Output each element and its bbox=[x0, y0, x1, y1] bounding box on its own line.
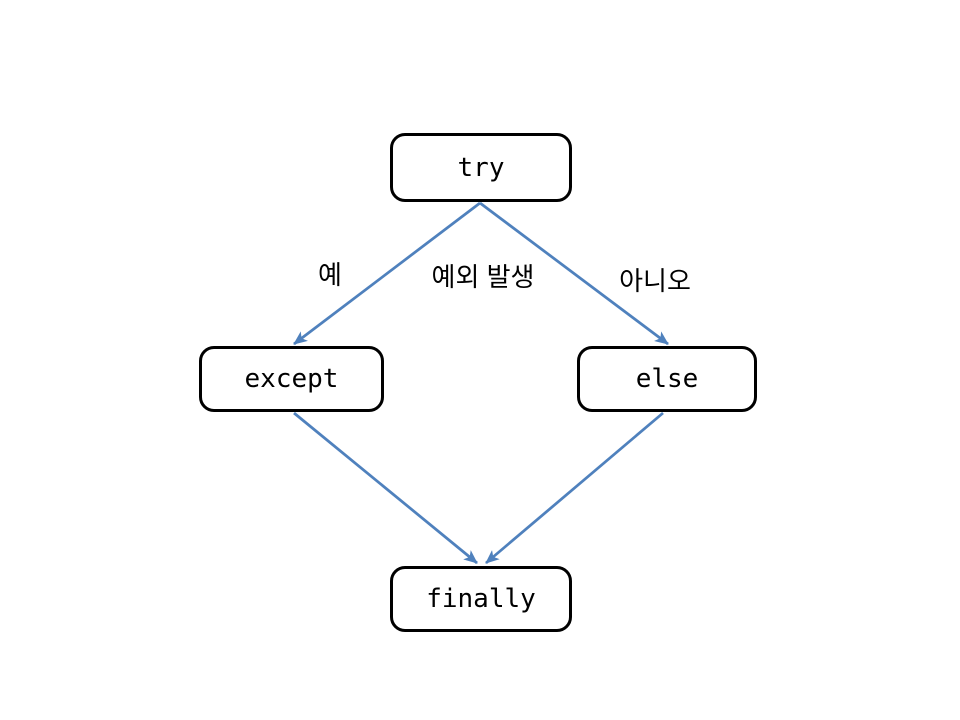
node-except: except bbox=[199, 346, 384, 412]
node-finally-label: finally bbox=[426, 584, 536, 614]
edge-try-to-else bbox=[479, 201, 669, 346]
edge-try-to-except bbox=[293, 201, 481, 346]
node-else-label: else bbox=[635, 364, 699, 394]
node-except-label: except bbox=[244, 364, 339, 394]
edge-label-no: 아니오 bbox=[619, 266, 691, 296]
edge-label-yes: 예 bbox=[318, 260, 342, 290]
node-try: try bbox=[390, 133, 572, 202]
node-else: else bbox=[577, 346, 757, 412]
edge-else-to-finally bbox=[485, 411, 664, 565]
edge-except-to-finally bbox=[293, 411, 478, 565]
node-finally: finally bbox=[390, 566, 572, 632]
node-try-label: try bbox=[457, 152, 505, 183]
edge-label-exception-condition: 예외 발생 bbox=[431, 262, 535, 292]
